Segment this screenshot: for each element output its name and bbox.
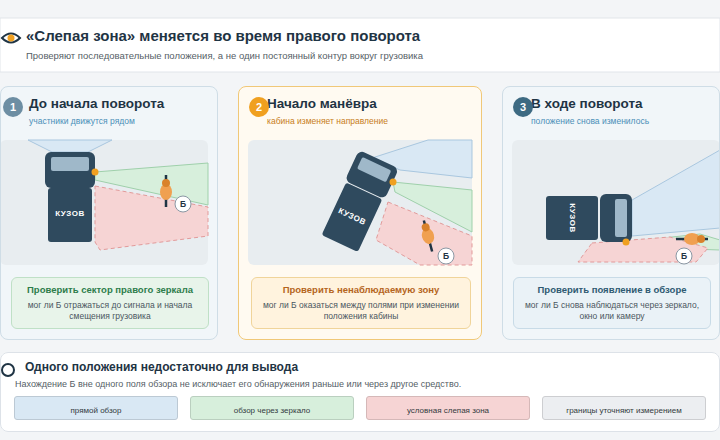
scene-1-part xyxy=(162,179,170,187)
scene-3-part xyxy=(623,239,630,246)
eye-icon-part xyxy=(2,34,20,43)
scene-3-part xyxy=(512,140,720,265)
check-title: Проверить ненаблюдаемую зону xyxy=(260,284,462,296)
legend: прямой обзор обзор через зеркало условная … xyxy=(14,396,706,420)
step-number-text: 3 xyxy=(520,102,526,113)
legend-swatch: границы уточняют измерением xyxy=(542,396,706,420)
scene-2-part xyxy=(418,219,438,253)
band-icon-part xyxy=(2,364,14,376)
check-title: Проверить появление в обзоре xyxy=(522,284,702,296)
scene-3-part xyxy=(600,194,632,242)
check-text: мог ли Б оказаться между полями при изме… xyxy=(260,300,462,322)
step-title: До начала поворота xyxy=(29,96,211,111)
scene-3 xyxy=(512,140,720,265)
scene-3-part xyxy=(615,199,627,237)
scene-3-part xyxy=(632,150,720,236)
legend-text: прямой обзор xyxy=(71,406,122,415)
step-subtitle: положение снова изменилось xyxy=(531,116,713,126)
scene-2-part xyxy=(390,179,397,186)
backgrounds-part xyxy=(0,18,720,72)
scene-2-part xyxy=(320,150,399,253)
legend-text: условная слепая зона xyxy=(407,406,489,415)
summary-text: Нахождение Б вне одного поля обзора не и… xyxy=(15,379,711,389)
legend-text: обзор через зеркало xyxy=(234,406,311,415)
scene-1-part xyxy=(95,186,208,250)
step-panel: В ходе поворота положение снова изменилос… xyxy=(502,86,720,340)
scene-3-part xyxy=(697,235,705,243)
step-panel: Начало манёвра кабина изменяет направлени… xyxy=(238,86,482,340)
truck-body-label: КУЗОВ xyxy=(568,203,576,232)
legend-swatch: условная слепая зона xyxy=(366,396,530,420)
check-text: мог ли Б снова наблюдаться через зеркало… xyxy=(522,300,702,322)
cyclist-label: Б xyxy=(681,252,687,261)
backgrounds-part xyxy=(0,86,218,340)
eye-icon xyxy=(2,34,20,43)
scene-1-part xyxy=(175,196,191,212)
scene-1-part xyxy=(51,157,89,171)
backgrounds-part xyxy=(238,86,482,340)
scene-1-part xyxy=(92,169,99,176)
scene-2-part xyxy=(248,140,472,265)
step-number: 1 xyxy=(3,97,23,117)
legend-swatch: прямой обзор xyxy=(14,396,178,420)
title: «Слепая зона» меняется во время правого … xyxy=(26,27,420,44)
check-box: Проверить сектор правого зеркала мог ли Б… xyxy=(11,277,209,329)
step-subtitle: кабина изменяет направление xyxy=(267,116,475,126)
check-box: Проверить появление в обзоре мог ли Б сно… xyxy=(513,277,711,329)
backgrounds-part xyxy=(502,86,720,340)
legend-text: границы уточняют измерением xyxy=(566,406,682,415)
scene-1-part xyxy=(48,188,92,242)
check-text: мог ли Б отражаться до сигнала и начала … xyxy=(20,300,200,322)
check-title: Проверить сектор правого зеркала xyxy=(20,284,200,296)
summary-title: Одного положения недостаточно для вывода xyxy=(25,360,711,374)
step-subtitle: участники движутся рядом xyxy=(29,116,211,126)
eye-icon-part xyxy=(8,35,15,42)
scene-1-part xyxy=(45,152,95,188)
step-number: 2 xyxy=(249,97,269,117)
scene-2 xyxy=(248,140,472,265)
band-icon xyxy=(2,364,14,376)
step-title: Начало манёвра xyxy=(267,96,475,111)
caption: Проверяют последовательные положения, а … xyxy=(26,50,423,61)
scene-3-part xyxy=(546,196,598,240)
scene-2-part xyxy=(376,202,472,265)
cyclist-label: Б xyxy=(180,200,186,209)
backgrounds-part xyxy=(0,352,720,432)
step-panel: До начала поворота участники движутся ряд… xyxy=(0,86,218,340)
check-box: Проверить ненаблюдаемую зону мог ли Б ока… xyxy=(251,277,471,329)
scene-2-part-part xyxy=(421,222,431,232)
scene-1-part xyxy=(28,140,112,152)
legend-swatch: обзор через зеркало xyxy=(190,396,354,420)
truck-body-label: КУЗОВ xyxy=(55,210,84,218)
step-number-text: 2 xyxy=(256,102,262,113)
scene-1-part xyxy=(0,140,208,265)
backgrounds xyxy=(0,18,720,432)
scene-1 xyxy=(0,140,208,265)
scene-2-part-part xyxy=(345,150,399,199)
step-number: 3 xyxy=(513,97,533,117)
summary-band: Одного положения недостаточно для вывода… xyxy=(0,352,720,432)
step-title: В ходе поворота xyxy=(531,96,713,111)
scene-2-part-part xyxy=(357,157,391,182)
scene-3-part xyxy=(676,248,692,264)
cyclist-label: Б xyxy=(443,252,449,261)
step-number-text: 1 xyxy=(10,102,16,113)
scene-2-part xyxy=(438,248,454,264)
